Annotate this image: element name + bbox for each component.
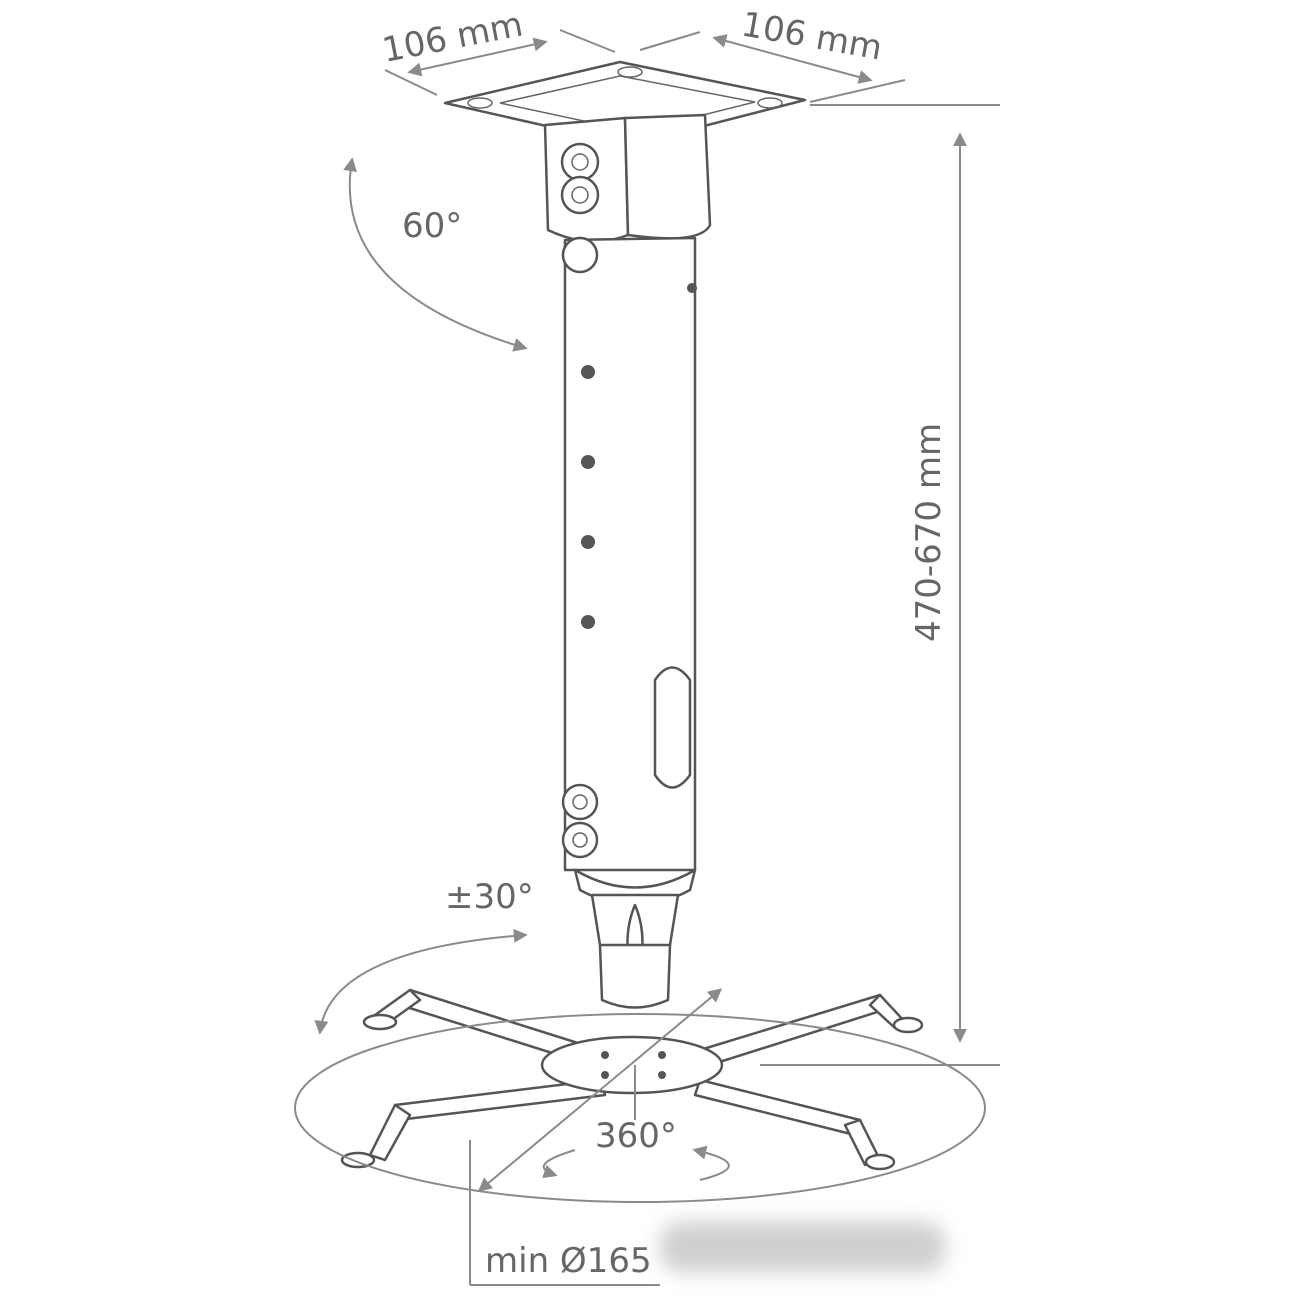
tilt-angle-label: 60°: [402, 206, 462, 246]
lower-joint: [573, 868, 697, 1009]
rotation-angle-label: 360°: [595, 1116, 677, 1156]
plate-dimension-lines: [384, 29, 906, 103]
blurred-watermark: [660, 1222, 945, 1272]
tilt-arc: [343, 157, 528, 352]
swivel-arc: [314, 928, 528, 1035]
height-range-label: 470-670 mm: [909, 423, 949, 642]
height-dimension: [760, 104, 1000, 1066]
min-diameter-label: min Ø165: [485, 1241, 652, 1281]
rotation-circle: [294, 988, 986, 1286]
upper-bracket: [543, 113, 712, 274]
swivel-angle-label: ±30°: [445, 877, 534, 917]
telescopic-tube: [561, 236, 697, 872]
plate-width-right-label: 106 mm: [738, 4, 885, 68]
plate-width-left-label: 106 mm: [379, 4, 526, 70]
